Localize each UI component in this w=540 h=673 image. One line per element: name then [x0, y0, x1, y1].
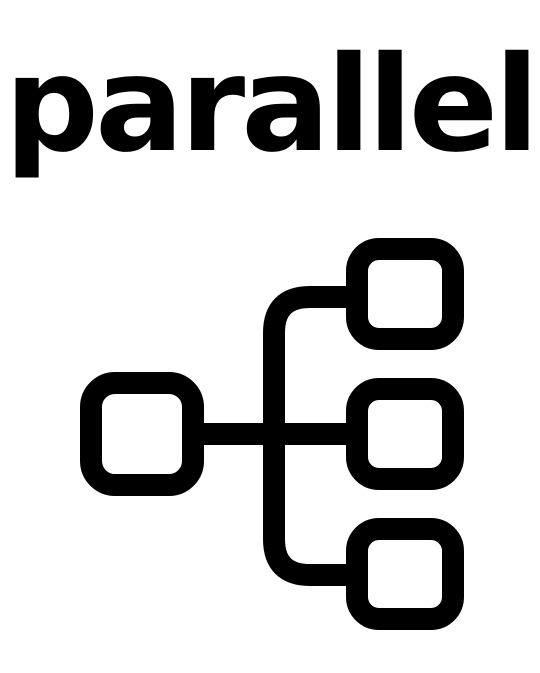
target-node-top: [346, 238, 464, 350]
source-node: [80, 372, 204, 496]
target-node-middle: [346, 378, 464, 490]
branch-bus: [263, 286, 368, 586]
page-title: parallel: [4, 28, 540, 182]
target-node-bottom: [346, 518, 464, 630]
